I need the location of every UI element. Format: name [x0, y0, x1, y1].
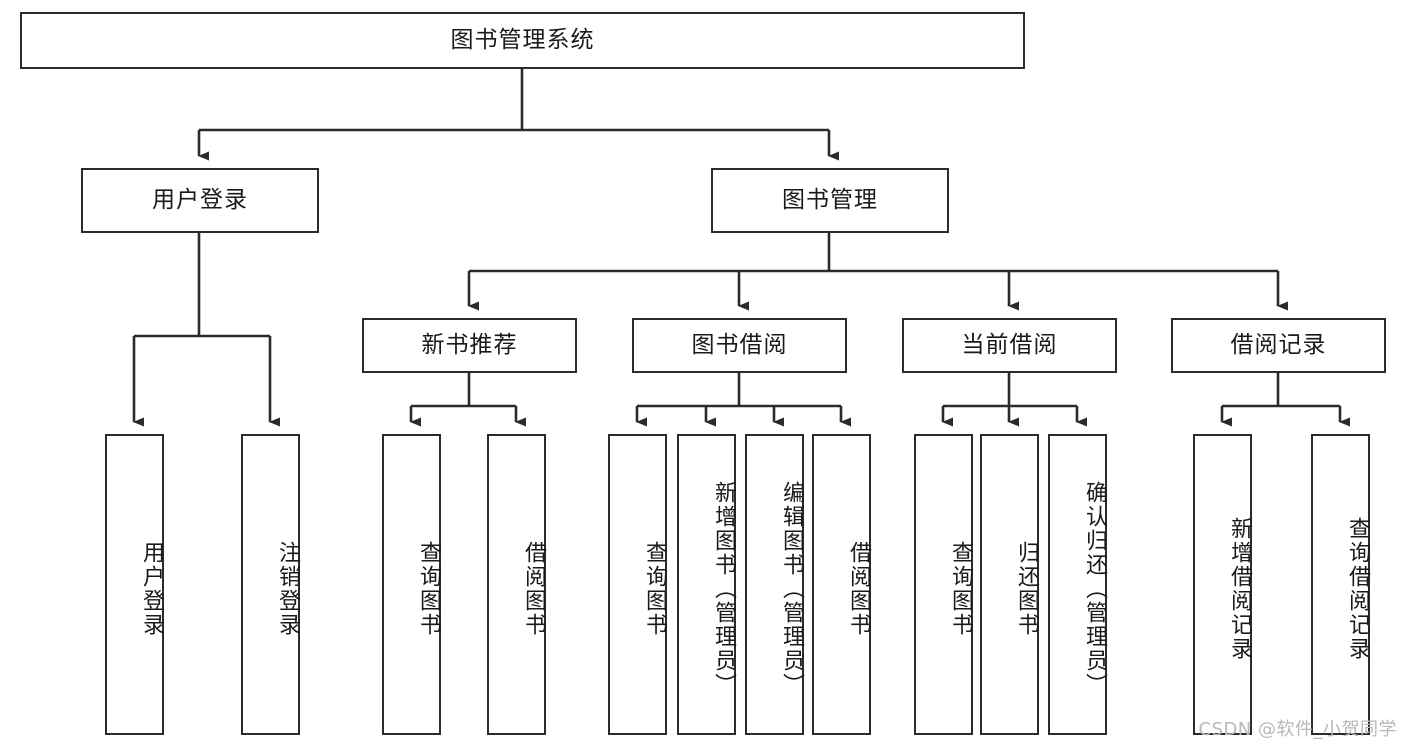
leaf-add-borrow-record-label: 新增借阅记录: [1227, 516, 1252, 661]
node-user-login-label: 用户登录: [152, 187, 248, 213]
leaf-query-book-new-recommend-label: 查询图书: [416, 540, 441, 637]
leaf-edit-book-admin-label: 编辑图书（管理员）: [779, 480, 804, 697]
leaf-confirm-return-admin-label: 确认归还（管理员）: [1082, 480, 1107, 697]
leaf-borrow-book-borrow[interactable]: 借阅图书: [812, 434, 871, 735]
leaf-user-login[interactable]: 用户登录: [105, 434, 164, 735]
node-book-management-label: 图书管理: [782, 187, 878, 213]
leaf-query-book-borrow[interactable]: 查询图书: [608, 434, 667, 735]
node-new-book-recommend[interactable]: 新书推荐: [362, 318, 577, 373]
leaf-add-book-admin[interactable]: 新增图书（管理员）: [677, 434, 736, 735]
leaf-query-book-borrow-label: 查询图书: [642, 540, 667, 637]
leaf-query-book-new-recommend[interactable]: 查询图书: [382, 434, 441, 735]
node-borrow-record-label: 借阅记录: [1230, 332, 1327, 358]
leaf-borrow-book-borrow-label: 借阅图书: [846, 540, 871, 637]
leaf-edit-book-admin[interactable]: 编辑图书（管理员）: [745, 434, 804, 735]
leaf-user-login-label: 用户登录: [139, 540, 164, 637]
leaf-borrow-book-new-recommend-label: 借阅图书: [521, 540, 546, 637]
leaf-query-book-current-label: 查询图书: [948, 540, 973, 637]
node-current-borrow[interactable]: 当前借阅: [902, 318, 1117, 373]
leaf-return-book[interactable]: 归还图书: [980, 434, 1039, 735]
leaf-add-borrow-record[interactable]: 新增借阅记录: [1193, 434, 1252, 735]
node-root-book-management-system[interactable]: 图书管理系统: [20, 12, 1025, 69]
node-book-borrow[interactable]: 图书借阅: [632, 318, 847, 373]
leaf-query-book-current[interactable]: 查询图书: [914, 434, 973, 735]
node-current-borrow-label: 当前借阅: [961, 332, 1058, 358]
leaf-query-borrow-record-label: 查询借阅记录: [1345, 516, 1370, 661]
leaf-user-logout[interactable]: 注销登录: [241, 434, 300, 735]
node-root-label: 图书管理系统: [450, 27, 595, 53]
leaf-confirm-return-admin[interactable]: 确认归还（管理员）: [1048, 434, 1107, 735]
node-borrow-record[interactable]: 借阅记录: [1171, 318, 1386, 373]
node-new-book-recommend-label: 新书推荐: [421, 332, 518, 358]
node-book-borrow-label: 图书借阅: [691, 332, 788, 358]
leaf-borrow-book-new-recommend[interactable]: 借阅图书: [487, 434, 546, 735]
node-book-management[interactable]: 图书管理: [711, 168, 949, 233]
leaf-user-logout-label: 注销登录: [275, 540, 300, 637]
leaf-add-book-admin-label: 新增图书（管理员）: [711, 480, 736, 697]
node-user-login[interactable]: 用户登录: [81, 168, 319, 233]
leaf-return-book-label: 归还图书: [1014, 540, 1039, 637]
leaf-query-borrow-record[interactable]: 查询借阅记录: [1311, 434, 1370, 735]
